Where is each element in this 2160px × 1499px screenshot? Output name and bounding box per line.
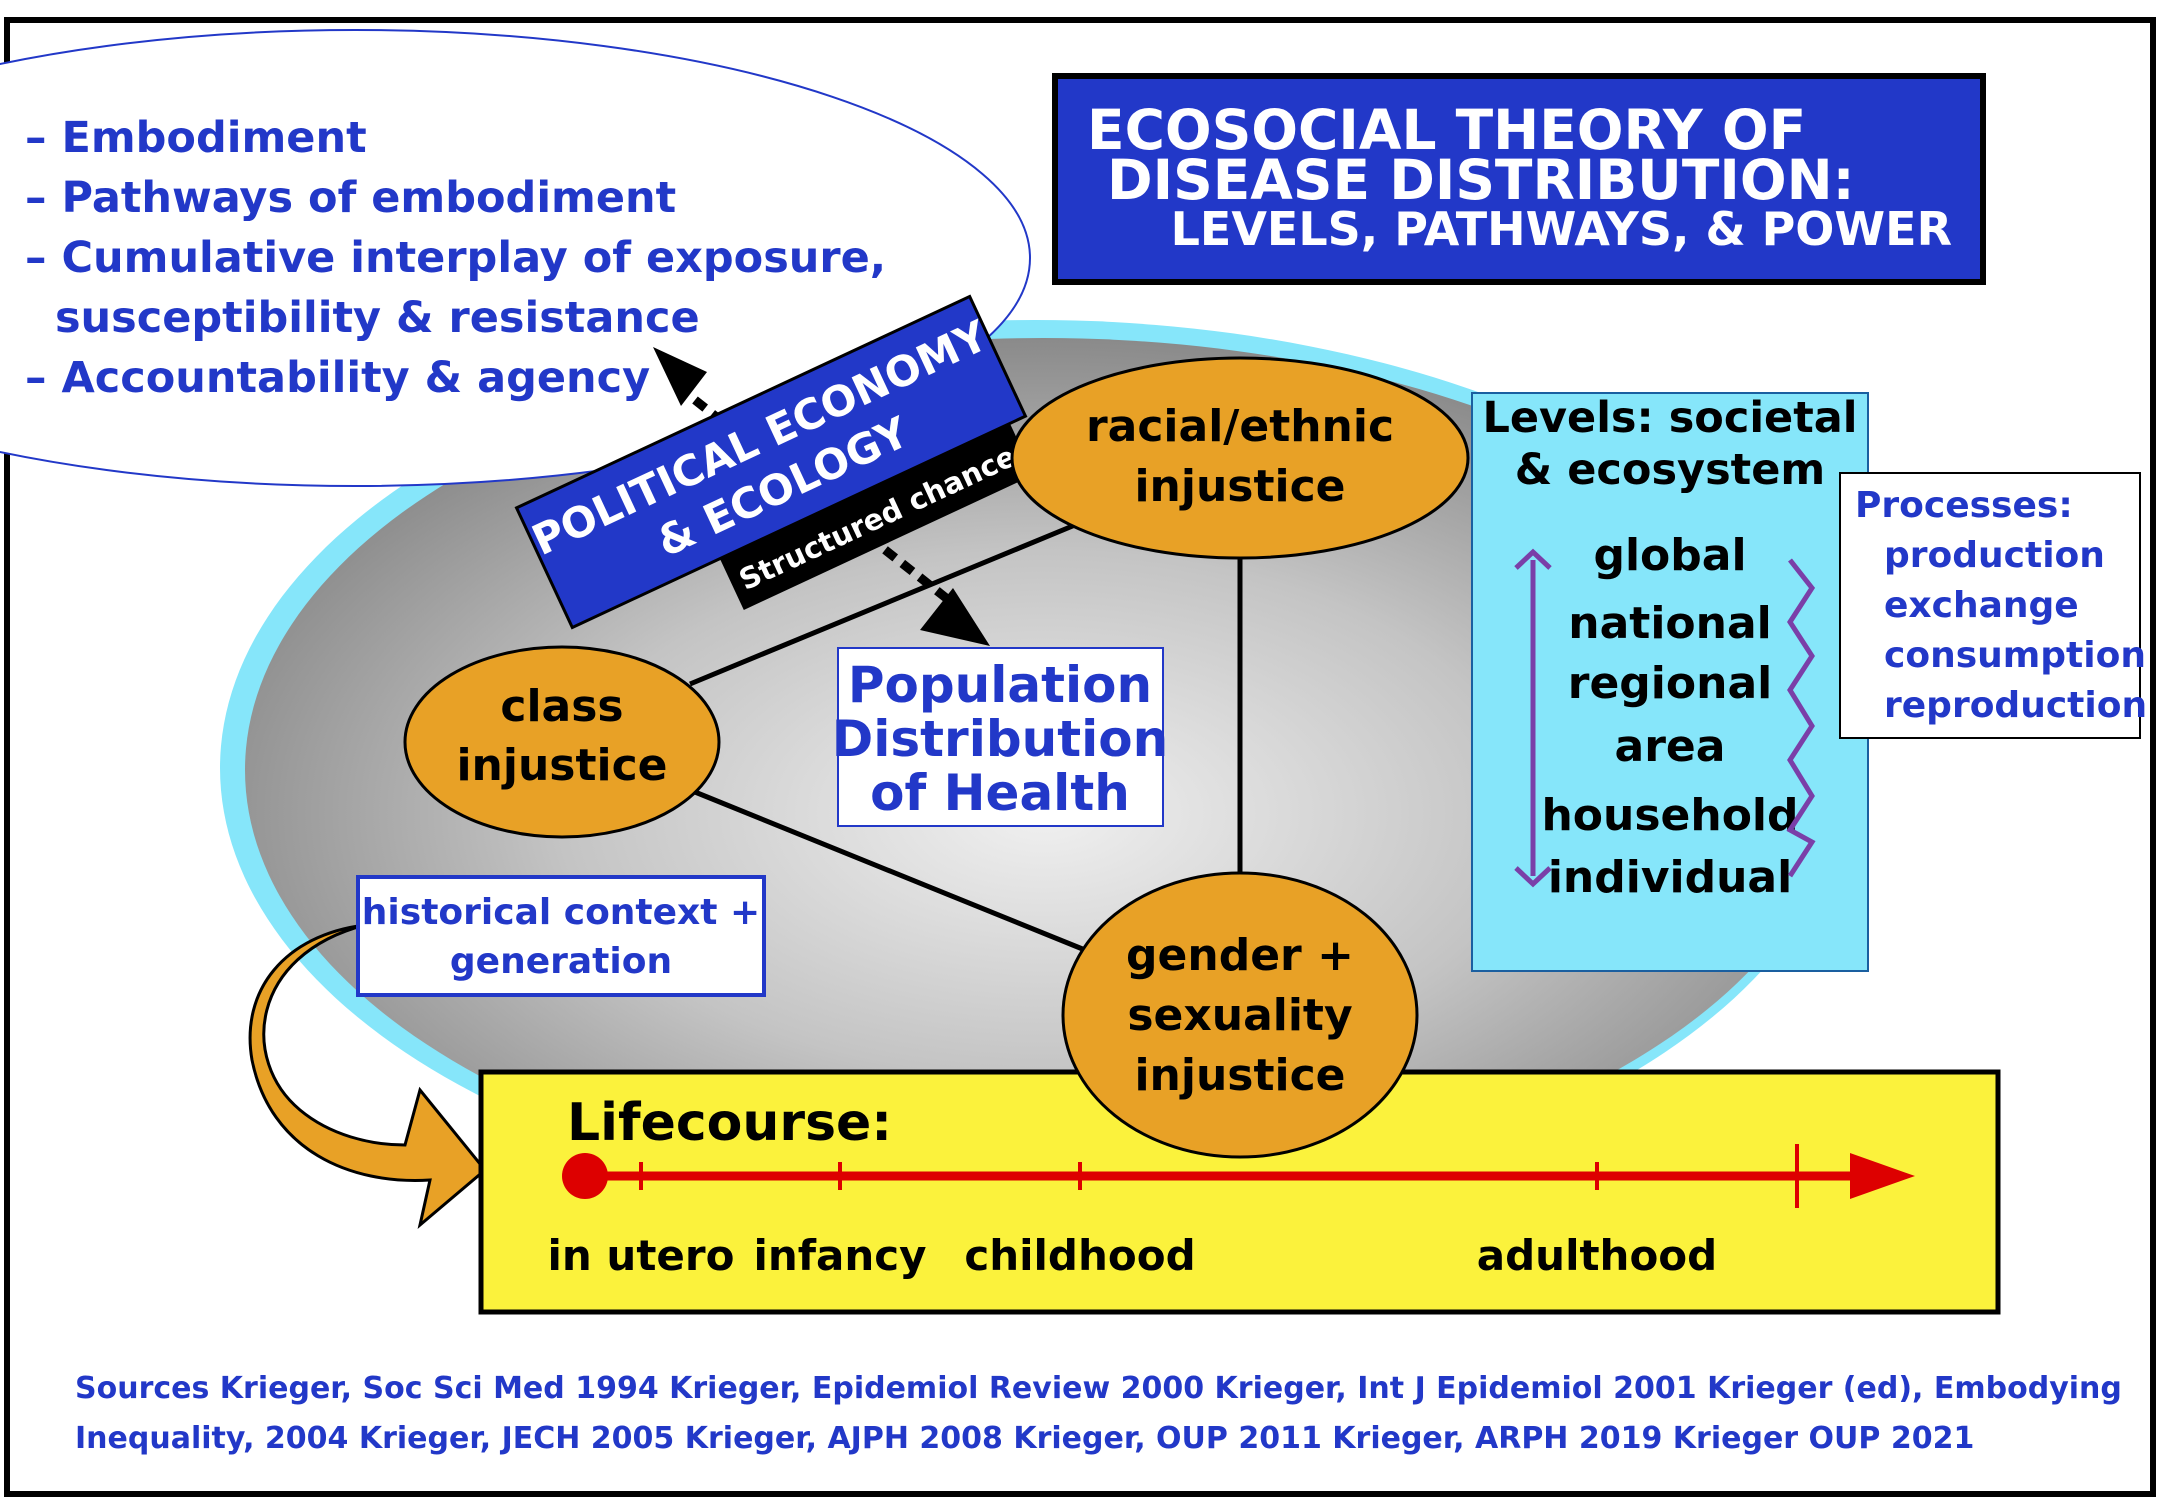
lifecourse-box: Lifecourse: in utero infancy childhood a…: [478, 1069, 2001, 1315]
process-item: exchange: [1884, 585, 2079, 626]
levels-list: global national regional area household …: [1541, 530, 1798, 903]
class-gender-line: [689, 787, 1086, 953]
concept-item: – Accountability & agency: [25, 353, 650, 403]
stage-label: in utero: [548, 1231, 735, 1280]
title-line2: DISEASE DISTRIBUTION:: [1107, 148, 1855, 212]
level-item: global: [1593, 530, 1746, 581]
class-line1: class: [500, 681, 623, 732]
title-box: ECOSOCIAL THEORY OF DISEASE DISTRIBUTION…: [1052, 73, 1986, 285]
concept-item: – Embodiment: [25, 113, 367, 163]
gender-line2: sexuality: [1127, 990, 1352, 1041]
lifecourse-label: Lifecourse:: [567, 1093, 892, 1153]
gender-line3: injustice: [1134, 1050, 1345, 1101]
concepts-ellipse: [0, 29, 1031, 487]
historical-context-box: historical context + generation: [356, 875, 766, 997]
class-node: class injustice: [403, 645, 721, 839]
level-item: area: [1615, 721, 1726, 772]
arrowhead-down: [920, 588, 990, 646]
historical-curved-arrow: [248, 923, 488, 1230]
historical-line1: historical context +: [362, 892, 760, 933]
population-line3: of Health: [870, 764, 1130, 822]
levels-heading-1: Levels: societal: [1482, 393, 1857, 443]
title-line3: LEVELS, PATHWAYS, & POWER: [1171, 202, 1952, 256]
racial-class-line: [689, 522, 1076, 687]
concept-item: susceptibility & resistance: [25, 293, 700, 343]
concepts-list: – Embodiment – Pathways of embodiment – …: [25, 113, 886, 403]
concept-item: – Cumulative interplay of exposure,: [25, 233, 886, 283]
lifecourse-stages: in utero infancy childhood adulthood: [548, 1231, 1718, 1280]
racial-ethnic-node: racial/ethnic injustice: [1010, 356, 1470, 560]
sources-line1: Sources Krieger, Soc Sci Med 1994 Kriege…: [75, 1371, 2122, 1406]
level-item: national: [1568, 598, 1771, 649]
sources-line2: Inequality, 2004 Krieger, JECH 2005 Krie…: [75, 1421, 1974, 1456]
process-item: reproduction: [1884, 685, 2147, 726]
timeline-start-dot: [562, 1153, 608, 1199]
timeline-ticks: [639, 1144, 1799, 1208]
stage-label: adulthood: [1477, 1231, 1717, 1280]
levels-box: Levels: societal & ecosystem global nati…: [1471, 392, 1869, 972]
level-item: regional: [1568, 658, 1772, 709]
gender-line1: gender +: [1126, 930, 1354, 981]
levels-double-arrow: [1514, 548, 1552, 888]
process-item: consumption: [1884, 635, 2146, 676]
arrowhead-up: [653, 347, 707, 406]
population-line2: Distribution: [832, 710, 1168, 768]
title-line1: ECOSOCIAL THEORY OF: [1087, 98, 1806, 162]
gender-sexuality-node: gender + sexuality injustice: [1061, 871, 1419, 1159]
racial-line1: racial/ethnic: [1086, 401, 1394, 452]
stage-label: childhood: [964, 1231, 1195, 1280]
processes-box: Processes: production exchange consumpti…: [1839, 472, 2147, 739]
levels-zigzag: [1786, 558, 1816, 878]
node-connections: [689, 522, 1243, 953]
population-box: Population Distribution of Health: [832, 647, 1168, 827]
stage-label: infancy: [753, 1231, 926, 1280]
level-item: household: [1541, 790, 1798, 841]
process-item: production: [1884, 535, 2105, 576]
concept-item: – Pathways of embodiment: [25, 173, 676, 223]
processes-heading: Processes:: [1855, 485, 2073, 526]
class-line2: injustice: [456, 740, 667, 791]
population-line1: Population: [848, 656, 1152, 714]
historical-line2: generation: [450, 941, 672, 982]
sources: Sources Krieger, Soc Sci Med 1994 Kriege…: [75, 1371, 2122, 1456]
racial-line2: injustice: [1134, 461, 1345, 512]
level-item: individual: [1548, 852, 1792, 903]
levels-heading-2: & ecosystem: [1515, 445, 1825, 495]
timeline-arrowhead: [1850, 1153, 1915, 1199]
